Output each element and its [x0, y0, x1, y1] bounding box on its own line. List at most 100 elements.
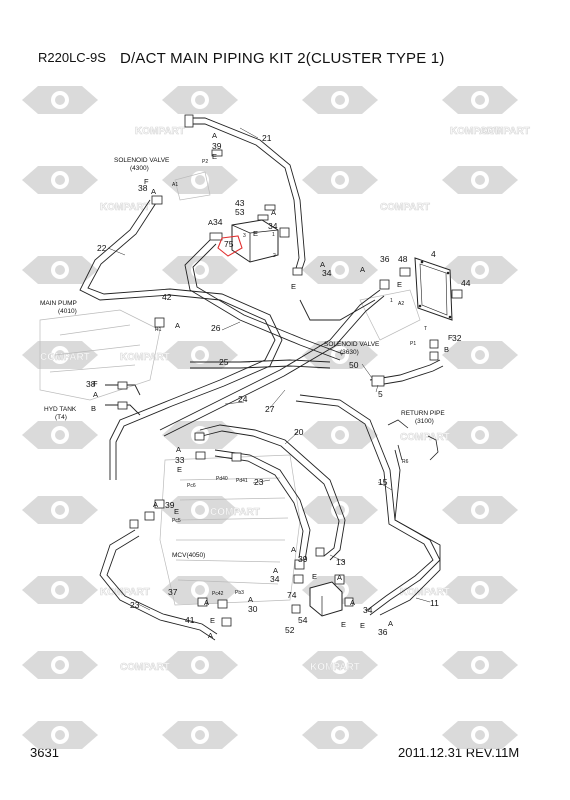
- svg-text:E: E: [360, 621, 365, 630]
- svg-text:Pc6: Pc6: [187, 483, 196, 489]
- svg-text:A: A: [208, 631, 213, 640]
- mcv-label: MCV(4050): [172, 552, 205, 559]
- svg-text:(3630): (3630): [340, 349, 359, 356]
- port-labels: P2 A1 R1 P1 T A2 R6 Pd40 Pd41 Pc6 Pc5 Pc…: [155, 159, 427, 597]
- svg-text:23: 23: [130, 600, 140, 610]
- solenoid-valve-label: SOLENOID VALVE: [114, 157, 170, 164]
- svg-text:41: 41: [185, 615, 195, 625]
- svg-text:4: 4: [431, 249, 436, 259]
- svg-text:15: 15: [378, 477, 388, 487]
- svg-text:A: A: [248, 595, 253, 604]
- svg-text:E: E: [291, 282, 296, 291]
- svg-text:T: T: [424, 326, 427, 332]
- svg-text:32: 32: [452, 333, 462, 343]
- cover-plate: [414, 257, 453, 321]
- svg-text:34: 34: [363, 605, 373, 615]
- svg-text:(4300): (4300): [130, 165, 149, 172]
- svg-text:A: A: [153, 500, 158, 509]
- svg-text:KOMPART: KOMPART: [450, 126, 500, 137]
- svg-text:KOMPART: KOMPART: [400, 587, 450, 598]
- model-code: R220LC-9S: [38, 50, 106, 65]
- svg-text:52: 52: [285, 625, 295, 635]
- svg-text:33: 33: [175, 455, 185, 465]
- svg-text:A: A: [208, 218, 213, 227]
- svg-text:36: 36: [378, 627, 388, 637]
- svg-text:E: E: [341, 620, 346, 629]
- solenoid-valve-block: [217, 219, 279, 263]
- svg-text:KOMPART: KOMPART: [120, 352, 170, 363]
- svg-text:Pd41: Pd41: [236, 478, 248, 484]
- svg-text:44: 44: [461, 278, 471, 288]
- solenoid-valve-right-label: SOLENOID VALVE: [324, 341, 380, 348]
- svg-text:1: 1: [390, 298, 393, 304]
- svg-text:34: 34: [268, 221, 278, 231]
- svg-text:39: 39: [212, 141, 222, 151]
- svg-text:R1: R1: [155, 327, 162, 333]
- svg-text:3: 3: [243, 233, 246, 239]
- callout-numbers: 21 39 22 26 25 24 27 20 23 15 13 11 23 4…: [86, 133, 471, 637]
- svg-text:(3100): (3100): [415, 418, 434, 425]
- svg-text:B: B: [444, 345, 449, 354]
- page-title: D/ACT MAIN PIPING KIT 2(CLUSTER TYPE 1): [120, 50, 445, 67]
- svg-text:11: 11: [430, 598, 439, 608]
- fittings: [117, 114, 463, 627]
- valve-block-lower: [309, 581, 343, 617]
- svg-text:38: 38: [86, 379, 96, 389]
- svg-text:E: E: [177, 465, 182, 474]
- svg-text:54: 54: [298, 615, 308, 625]
- svg-text:Pd40: Pd40: [216, 476, 228, 482]
- svg-text:53: 53: [235, 207, 245, 217]
- svg-text:26: 26: [211, 323, 221, 333]
- svg-text:22: 22: [97, 243, 107, 253]
- svg-text:E: E: [253, 229, 258, 238]
- svg-text:A: A: [273, 566, 278, 575]
- watermark-layer: KOMPART KOMPART COMPART COMPART KOMPART …: [22, 86, 530, 749]
- svg-text:F: F: [144, 177, 149, 186]
- svg-text:24: 24: [238, 394, 248, 404]
- svg-text:A: A: [350, 598, 355, 607]
- return-pipe-label: RETURN PIPE: [401, 410, 445, 417]
- leader-lines: [107, 127, 431, 611]
- svg-text:A: A: [388, 619, 393, 628]
- svg-text:1: 1: [272, 232, 275, 238]
- highlight-marker: [217, 235, 243, 257]
- svg-text:25: 25: [219, 357, 229, 367]
- svg-text:COMPART: COMPART: [480, 126, 530, 137]
- watermark-text: KOMPART: [135, 126, 185, 137]
- svg-text:A: A: [291, 545, 296, 554]
- svg-text:A: A: [176, 445, 181, 454]
- svg-text:KOMPART: KOMPART: [310, 662, 360, 673]
- svg-text:Pc42: Pc42: [212, 591, 224, 597]
- svg-text:75: 75: [224, 239, 234, 249]
- svg-text:(T4): (T4): [55, 414, 67, 421]
- svg-text:74: 74: [287, 590, 297, 600]
- svg-text:P2: P2: [202, 159, 208, 165]
- svg-text:Pb3: Pb3: [235, 590, 244, 596]
- svg-text:E: E: [174, 507, 179, 516]
- svg-text:COMPART: COMPART: [40, 352, 90, 363]
- svg-text:43: 43: [235, 198, 245, 208]
- svg-text:A: A: [151, 187, 156, 196]
- svg-text:50: 50: [349, 360, 359, 370]
- hyd-tank-label: HYD TANK: [44, 406, 77, 413]
- svg-text:COMPART: COMPART: [120, 662, 170, 673]
- svg-text:27: 27: [265, 404, 275, 414]
- svg-text:E: E: [312, 572, 317, 581]
- svg-text:34: 34: [213, 217, 223, 227]
- svg-text:36: 36: [380, 254, 390, 264]
- svg-text:KOMPART: KOMPART: [100, 202, 150, 213]
- svg-text:A: A: [271, 208, 276, 217]
- svg-text:34: 34: [322, 268, 332, 278]
- svg-text:21: 21: [262, 133, 272, 143]
- svg-text:E: E: [212, 152, 217, 161]
- svg-text:20: 20: [294, 427, 304, 437]
- svg-text:48: 48: [398, 254, 408, 264]
- svg-text:A: A: [320, 260, 325, 269]
- svg-text:A: A: [93, 390, 98, 399]
- svg-text:39: 39: [298, 554, 308, 564]
- svg-text:A: A: [204, 598, 209, 607]
- svg-text:E: E: [397, 280, 402, 289]
- main-pump-label: MAIN PUMP: [40, 300, 77, 307]
- svg-text:A2: A2: [398, 301, 404, 307]
